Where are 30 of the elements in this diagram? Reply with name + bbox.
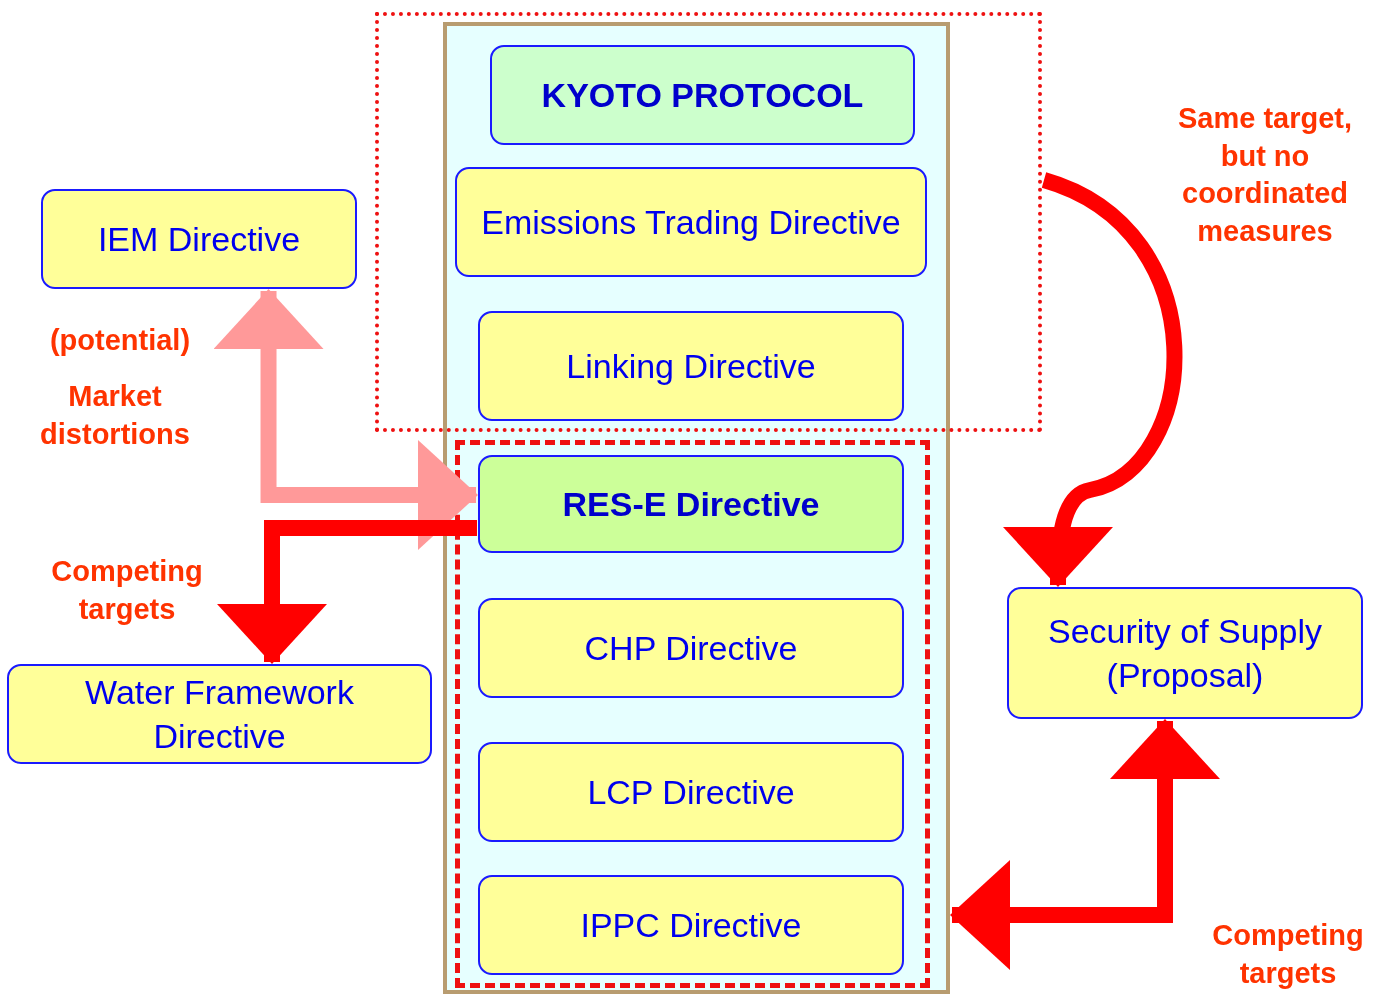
directive-name: LCP Directive <box>586 771 796 813</box>
directive-name: Emissions Trading Directive <box>480 201 902 243</box>
directive-name: IEM Directive <box>96 218 302 260</box>
annotation-text: Same target, but no coordinated measures <box>1176 101 1354 250</box>
directive-box <box>41 189 357 289</box>
dashed-region <box>455 440 930 988</box>
arrow <box>213 289 478 550</box>
arrow <box>950 719 1220 970</box>
directive-box <box>1007 587 1363 719</box>
directive-box <box>478 875 904 975</box>
directive-name: KYOTO PROTOCOL <box>540 74 865 116</box>
directive-name: Water Framework Directive <box>84 671 355 757</box>
directive-name: Security of Supply (Proposal) <box>1047 610 1323 696</box>
arrow <box>1003 172 1183 587</box>
annotation-text: Competing targets <box>1211 918 1365 991</box>
annotation-text: Competing targets <box>50 554 204 627</box>
directive-box <box>478 598 904 698</box>
annotation-text: Market distortions <box>39 379 191 452</box>
directive-box <box>490 45 915 145</box>
directive-box <box>478 455 904 553</box>
directive-name: CHP Directive <box>583 627 799 669</box>
directive-name: IPPC Directive <box>579 904 803 946</box>
directive-name: RES-E Directive <box>561 483 821 525</box>
directive-box <box>455 167 927 277</box>
directive-box <box>478 311 904 421</box>
directive-box <box>7 664 432 764</box>
directive-name: Linking Directive <box>565 345 817 387</box>
arrow <box>217 520 477 664</box>
directive-box <box>478 742 904 842</box>
annotation-text: (potential) <box>48 323 192 358</box>
